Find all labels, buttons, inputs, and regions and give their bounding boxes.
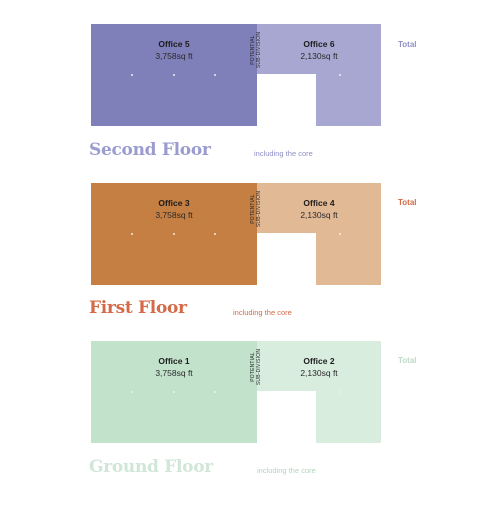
office-2-area[interactable] <box>257 341 381 391</box>
floor-ground: Office 1 3,758sq ft Office 2 2,130sq ft … <box>0 341 480 499</box>
subdivision-label: POTENTIAL SUB-DIVISION <box>250 20 262 80</box>
total-label: Total <box>398 198 417 207</box>
office-3-area-label: 3,758sq ft <box>155 210 193 220</box>
light-point <box>214 391 216 393</box>
office-5-name: Office 5 <box>158 39 190 49</box>
office-1-name: Office 1 <box>158 356 190 366</box>
office-6-area-label: 2,130sq ft <box>300 51 338 61</box>
office-2-area-label: 2,130sq ft <box>300 368 338 378</box>
light-point <box>131 74 133 76</box>
subdivision-label: POTENTIAL SUB-DIVISION <box>250 179 262 239</box>
floor-first: Office 3 3,758sq ft Office 4 2,130sq ft … <box>0 183 480 341</box>
office-4-area[interactable] <box>257 183 381 233</box>
office-2-area-lower[interactable] <box>316 391 381 443</box>
light-point <box>131 391 133 393</box>
subdivision-label: POTENTIAL SUB-DIVISION <box>250 337 262 397</box>
floor-title: First Floor <box>89 298 187 318</box>
core-note: including the core <box>254 149 313 158</box>
light-point <box>173 74 175 76</box>
office-4-area-lower[interactable] <box>316 233 381 285</box>
office-3-name: Office 3 <box>158 198 190 208</box>
light-point <box>339 233 341 235</box>
subdivision-line-2: SUB-DIVISION <box>256 31 262 69</box>
office-4-area-label: 2,130sq ft <box>300 210 338 220</box>
office-6-area[interactable] <box>257 24 381 74</box>
light-point <box>339 391 341 393</box>
light-point <box>214 233 216 235</box>
office-5-area-label: 3,758sq ft <box>155 51 193 61</box>
floor-title: Second Floor <box>89 140 211 160</box>
office-2-name: Office 2 <box>303 356 335 366</box>
core-note: including the core <box>257 466 316 475</box>
total-label: Total <box>398 356 417 365</box>
light-point <box>173 391 175 393</box>
floor-title: Ground Floor <box>89 457 213 477</box>
total-label: Total <box>398 40 417 49</box>
office-6-area-lower[interactable] <box>316 74 381 126</box>
floor-second: Office 5 3,758sq ft Office 6 2,130sq ft … <box>0 24 480 182</box>
office-6-name: Office 6 <box>303 39 335 49</box>
light-point <box>339 74 341 76</box>
office-4-name: Office 4 <box>303 198 335 208</box>
subdivision-line-2: SUB-DIVISION <box>256 190 262 228</box>
light-point <box>173 233 175 235</box>
light-point <box>214 74 216 76</box>
light-point <box>131 233 133 235</box>
core-note: including the core <box>233 308 292 317</box>
subdivision-line-2: SUB-DIVISION <box>256 348 262 386</box>
office-1-area-label: 3,758sq ft <box>155 368 193 378</box>
